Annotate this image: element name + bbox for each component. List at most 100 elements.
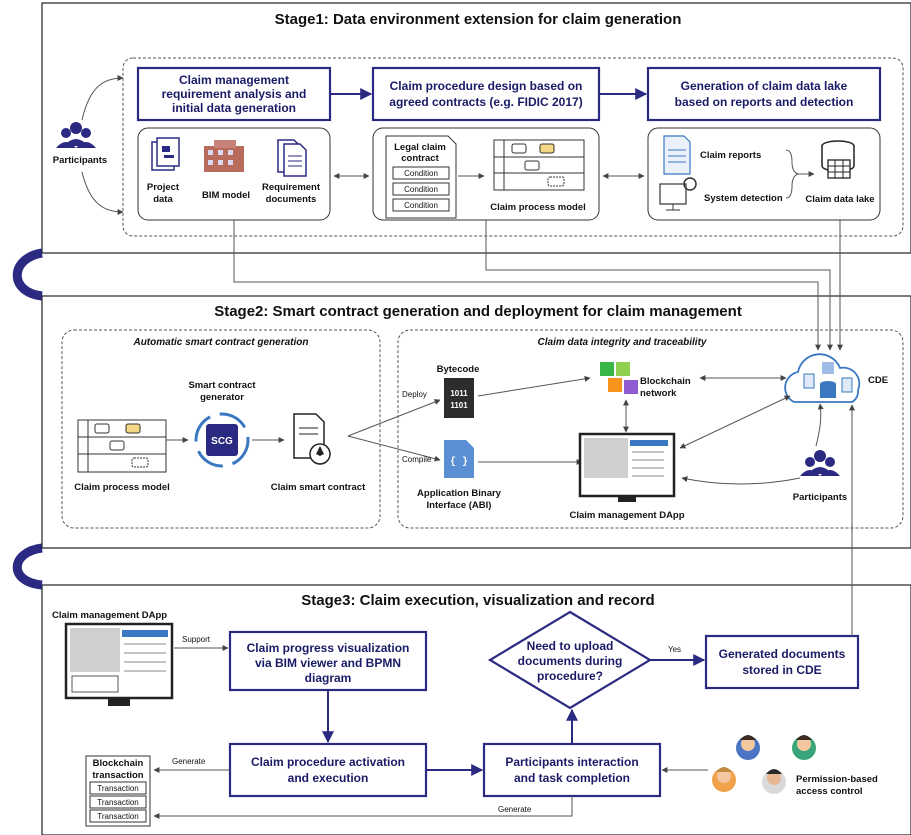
bim-model-label: BIM model (202, 190, 250, 201)
data-lake-generation-box (646, 66, 882, 122)
generated-docs-line2: stored in CDE (742, 663, 821, 677)
condition-text-1: Condition (404, 169, 438, 178)
data-lake-label: Claim data lake (805, 194, 874, 205)
box3-line1: Generation of claim data lake (681, 79, 848, 93)
cde-cloud-icon (784, 353, 861, 403)
box2-line1: Claim procedure design based on (390, 79, 583, 93)
process-model-label: Claim process model (490, 202, 586, 213)
legal-contract-label-1: Legal claim (394, 142, 446, 153)
bytecode-icon (444, 378, 474, 418)
decision-line3: procedure? (537, 669, 603, 683)
box1-line3: initial data generation (172, 101, 296, 115)
requirement-docs-label-2: documents (266, 194, 317, 205)
data-lake-box (647, 127, 881, 221)
stage1-title: Stage1: Data environment extension for c… (275, 11, 682, 28)
participants-label: Participants (53, 155, 107, 166)
transaction-row-2 (89, 795, 147, 809)
permission-line2: access control (796, 786, 863, 797)
legal-contract-icon (385, 135, 457, 219)
yes-label: Yes (668, 645, 681, 654)
deploy-label: Deploy (402, 390, 427, 399)
data-lake-icon (821, 140, 855, 179)
scg-chip-icon (194, 412, 250, 468)
dapp-monitor-icon-3 (64, 622, 174, 706)
stage1-dashed-container (122, 57, 904, 237)
participants-label-2: Participants (793, 492, 847, 503)
condition-row-1 (392, 166, 450, 180)
generate-label-2: Generate (498, 805, 532, 814)
project-data-icon (151, 137, 180, 171)
box3-line2: based on reports and detection (675, 95, 854, 109)
stage-transition-arrow-2 (12, 543, 43, 590)
condition-text-3: Condition (404, 201, 438, 210)
participants-icon (56, 122, 96, 148)
condition-text-2: Condition (404, 185, 438, 194)
condition-row-3 (392, 198, 450, 212)
permission-line1: Permission-based (796, 774, 878, 785)
abi-file-icon (444, 440, 474, 478)
dapp-label-2: Claim management DApp (569, 510, 684, 521)
generated-docs-line1: Generated documents (719, 647, 846, 661)
process-model-label-2: Claim process model (74, 482, 170, 493)
system-detection-label: System detection (704, 193, 783, 204)
transaction-text-1: Transaction (97, 784, 139, 793)
blockchain-cubes-icon (600, 362, 638, 394)
stage3-panel (41, 584, 911, 835)
data-integrity-container (397, 329, 904, 529)
right-container-title: Claim data integrity and traceability (538, 337, 707, 348)
support-label: Support (182, 635, 211, 644)
system-detection-icon (659, 177, 697, 211)
activation-line1: Claim procedure activation (251, 755, 405, 769)
blockchain-tx-table (85, 755, 151, 827)
blockchain-tx-label-1: Blockchain (93, 758, 144, 769)
box2-line2: agreed contracts (e.g. FIDIC 2017) (389, 95, 582, 109)
requirement-document-icon (277, 139, 307, 177)
compile-label: Compile (402, 455, 432, 464)
transaction-row-1 (89, 781, 147, 795)
transaction-row-3 (89, 809, 147, 823)
transaction-text-2: Transaction (97, 798, 139, 807)
generator-label-2: generator (200, 392, 244, 403)
box1-line1: Claim management (179, 73, 289, 87)
bim-building-icon (204, 140, 244, 172)
people-icon (712, 735, 816, 794)
participants-icon-2 (800, 450, 840, 476)
smart-contract-generation-container (61, 329, 381, 529)
stage-transition-arrow-1 (12, 248, 44, 301)
visualization-line1: Claim progress visualization (247, 641, 410, 655)
blockchain-label-1: Blockchain (640, 376, 691, 387)
scg-label: SCG (211, 436, 233, 447)
generate-label-1: Generate (172, 757, 206, 766)
claim-report-icon (663, 135, 691, 175)
visualization-line2: via BIM viewer and BPMN (255, 656, 401, 670)
process-model-icon (493, 139, 585, 191)
decision-line1: Need to upload (527, 639, 614, 653)
dapp-label-3: Claim management DApp (52, 610, 167, 621)
bytecode-bits-1: 1011 (450, 389, 468, 398)
legal-contract-label-2: contract (401, 153, 439, 164)
visualization-line3: diagram (305, 671, 352, 685)
generated-documents-box (704, 634, 860, 690)
bytecode-label: Bytecode (437, 364, 480, 375)
box1-line2: requirement analysis and (162, 87, 307, 101)
left-container-title: Automatic smart contract generation (132, 337, 308, 348)
decision-line2: documents during (518, 654, 623, 668)
blockchain-tx-label-2: transaction (92, 770, 143, 781)
project-data-label-2: data (153, 194, 173, 205)
generator-label-1: Smart contract (188, 380, 256, 391)
interaction-line1: Participants interaction (505, 755, 638, 769)
claim-reports-label: Claim reports (700, 150, 761, 161)
bytecode-bits-2: 1101 (450, 401, 468, 410)
abi-label-2: Interface (ABI) (427, 500, 492, 511)
abi-label-1: Application Binary (417, 488, 502, 499)
dapp-monitor-icon (578, 432, 676, 502)
smart-contract-label: Claim smart contract (271, 482, 366, 493)
abi-braces: { } (450, 456, 468, 468)
requirement-docs-label-1: Requirement (262, 182, 321, 193)
cde-label: CDE (868, 375, 888, 386)
upload-decision-diamond (487, 610, 653, 710)
stage2-title: Stage2: Smart contract generation and de… (214, 303, 742, 320)
process-model-icon-2 (77, 419, 167, 473)
smart-contract-icon (293, 413, 331, 465)
